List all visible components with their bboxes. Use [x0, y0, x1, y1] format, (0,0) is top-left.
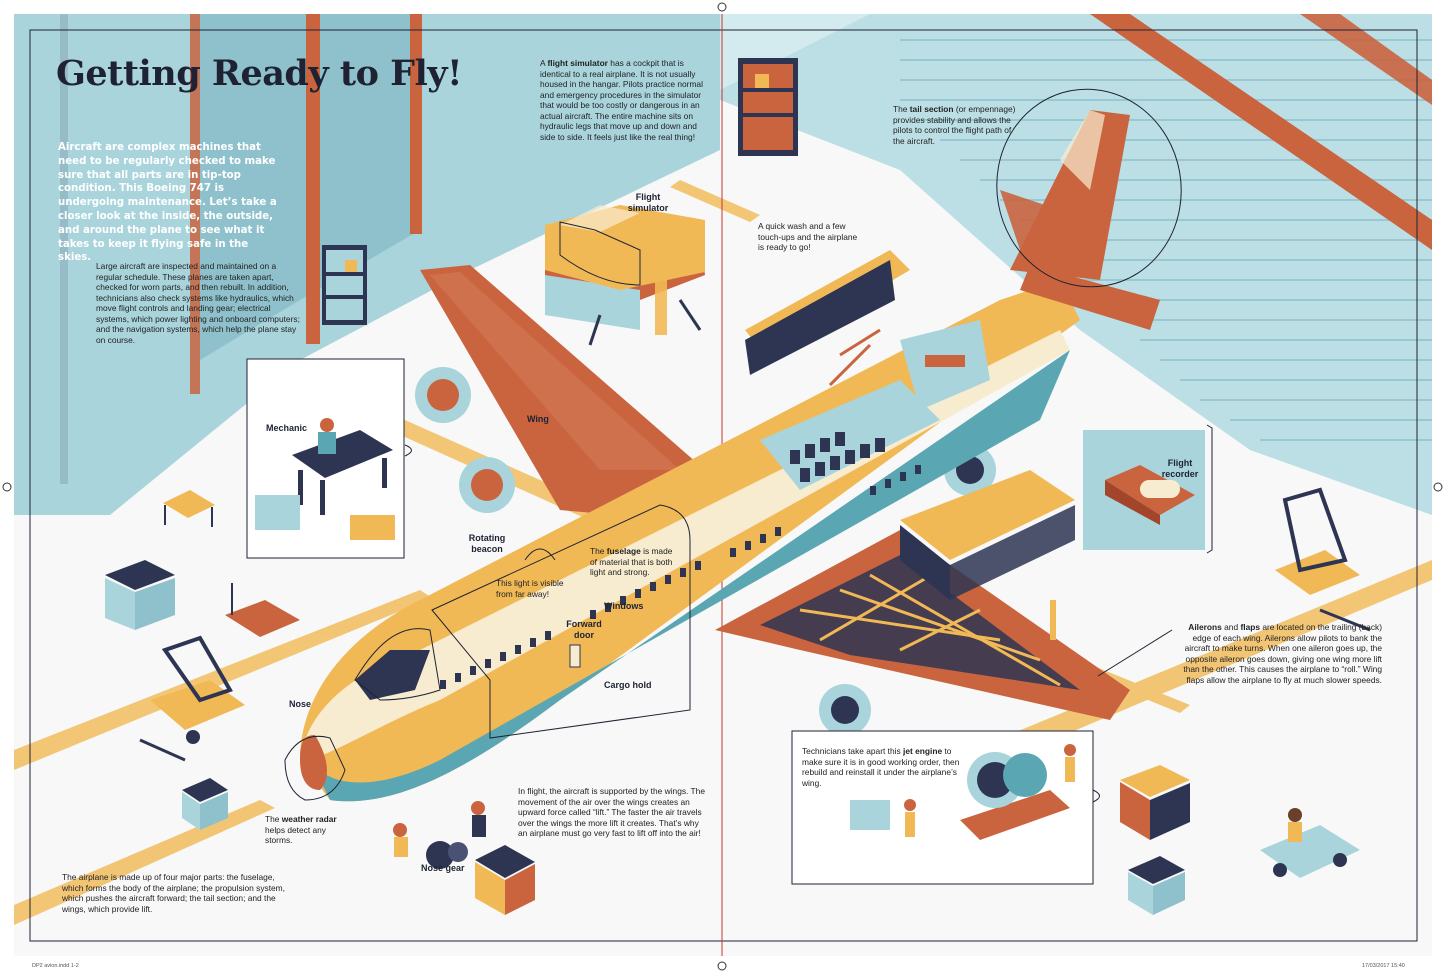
label-rotating-beacon: Rotating beacon	[468, 533, 506, 554]
simulator-callout	[559, 221, 641, 286]
beacon-note: This light is visible from far away!	[496, 578, 564, 599]
cabin-cutaway	[760, 320, 990, 490]
bottom-left-toolbox	[182, 778, 228, 830]
label-flight-simulator: Flight simulator	[627, 192, 669, 213]
tug-vehicle	[1260, 808, 1360, 878]
nose-gear-wheels	[393, 801, 486, 869]
label-windows: Windows	[604, 601, 644, 611]
major-parts-paragraph: The airplane is made up of four major pa…	[62, 872, 285, 914]
lift-paragraph: In flight, the aircraft is supported by …	[518, 786, 705, 838]
wing-platform	[900, 470, 1075, 640]
forward-door-shape	[569, 644, 581, 668]
ailerons-paragraph: Ailerons and flaps are located on the tr…	[1183, 622, 1382, 685]
fuselage-paragraph: The fuselage is made of material that is…	[590, 546, 673, 577]
tail-stabilizer	[1020, 265, 1160, 330]
intro-paragraph: Aircraft are complex machines that need …	[58, 142, 277, 264]
forward-section-callout	[431, 504, 691, 739]
top-shelf-unit	[738, 58, 798, 156]
footer-timestamp: 17/03/2017 15:40	[1362, 963, 1405, 969]
tail-stabilizer-left	[1000, 190, 1070, 260]
jet-engine-paragraph: Technicians take apart this jet engine t…	[802, 746, 960, 788]
left-table	[163, 490, 215, 527]
tail-section-paragraph: The tail section (or empennage) provides…	[893, 104, 1016, 146]
bottom-cabinet	[475, 845, 535, 915]
left-forklift	[139, 635, 245, 762]
weather-radar-paragraph: The weather radar helps detect any storm…	[265, 814, 337, 845]
left-cart	[225, 583, 300, 637]
flight-simulator	[545, 205, 705, 346]
aileron-pointer	[1097, 629, 1173, 677]
label-cargo-hold: Cargo hold	[604, 680, 652, 690]
flight-simulator-paragraph: A flight simulator has a cockpit that is…	[540, 58, 703, 142]
tail-callout-ring	[996, 88, 1182, 288]
label-nose-gear: Nose gear	[421, 863, 465, 873]
label-flight-recorder: Flight recorder	[1161, 458, 1199, 479]
jet-engine-stand	[850, 744, 1076, 840]
label-wing: Wing	[527, 414, 549, 424]
label-mechanic: Mechanic	[266, 423, 308, 433]
wash-platform	[745, 250, 910, 387]
footer-file-slug: DP2 avion.indd 1-2	[32, 963, 79, 969]
beacon-callout	[524, 548, 556, 561]
nose-callout	[284, 735, 346, 801]
cockpit-callout	[354, 628, 441, 701]
wash-paragraph: A quick wash and a few touch-ups and the…	[758, 221, 858, 252]
mechanic-desk	[255, 418, 395, 540]
left-workbench	[105, 560, 175, 630]
page-title: Getting Ready to Fly!	[56, 53, 462, 94]
window-row	[440, 465, 921, 689]
label-nose: Nose	[289, 699, 312, 709]
maintenance-paragraph: Large aircraft are inspected and maintai…	[96, 261, 300, 345]
bottom-right-box	[1128, 856, 1185, 915]
right-forklift	[1275, 487, 1371, 632]
right-cabinet	[1120, 765, 1190, 840]
flight-recorder-device	[1105, 465, 1195, 525]
label-forward-door: Forward door	[566, 619, 602, 640]
left-shelf-unit	[322, 245, 367, 325]
